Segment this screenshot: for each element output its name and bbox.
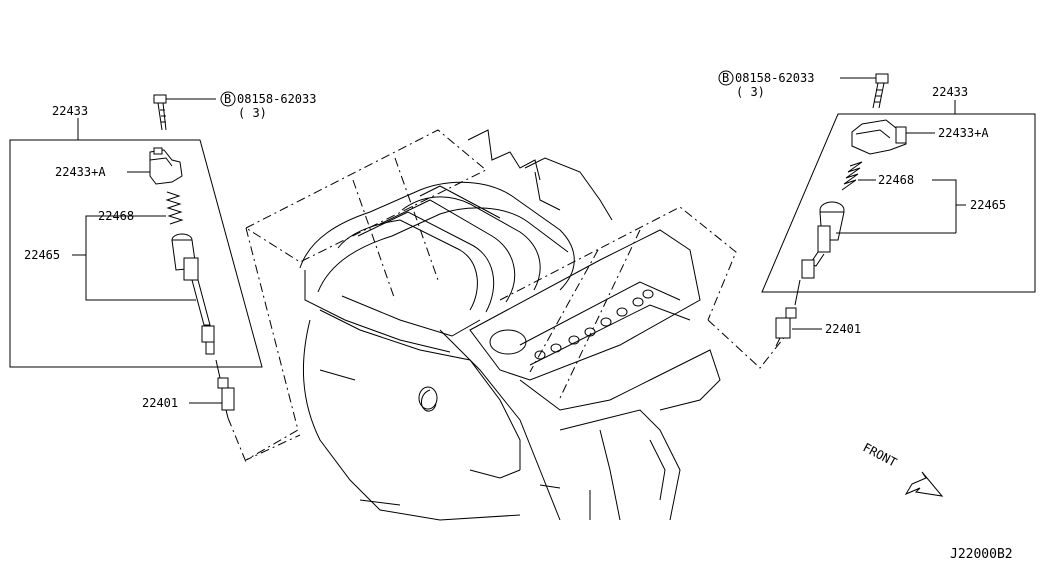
left-spark-plug [189, 359, 247, 463]
front-indicator: FRONT [861, 440, 944, 497]
left-spring-label: 22468 [98, 209, 134, 223]
left-bolt-label: 08158-62033 [237, 92, 316, 106]
left-assembly-box [9, 139, 263, 368]
left-spring [150, 191, 184, 225]
left-ignition-coil [127, 147, 183, 185]
right-ignition-coil [851, 119, 935, 155]
left-assembly-bracket [85, 215, 196, 301]
left-ignition-group: 22433 22433+A 22468 22465 22401 B 08158-… [9, 91, 316, 463]
right-assembly-box [761, 113, 1036, 293]
left-plug-label: 22401 [142, 396, 178, 410]
front-arrow-icon [904, 471, 944, 497]
right-bolt [840, 73, 889, 109]
left-assembly-label: 22465 [24, 248, 60, 262]
right-bolt-qty: ( 3) [736, 85, 765, 99]
right-coil-label: 22433+A [938, 126, 989, 140]
right-bolt-prefix: B [722, 71, 729, 85]
left-bolt-prefix: B [224, 92, 231, 106]
right-bolt-label: 08158-62033 [735, 71, 814, 85]
right-box-label: 22433 [932, 85, 968, 99]
right-bolt-circle-icon [718, 70, 734, 86]
left-coil-boot [171, 233, 215, 355]
right-spring-label: 22468 [878, 173, 914, 187]
engine-illustration [245, 129, 791, 521]
left-bolt-circle-icon [220, 91, 236, 107]
right-plug-label: 22401 [825, 322, 861, 336]
left-coil-label: 22433+A [55, 165, 106, 179]
left-box-label: 22433 [52, 104, 88, 118]
right-coil-boot [801, 201, 956, 279]
right-ignition-group: 22433 22433+A 22468 22465 22401 B 08158-… [718, 70, 1036, 347]
left-bolt-qty: ( 3) [238, 106, 267, 120]
right-assembly-bracket [932, 179, 957, 233]
diagram-code: J22000B2 [950, 547, 1013, 562]
right-assembly-label: 22465 [970, 198, 1006, 212]
left-bolt [153, 94, 216, 131]
right-spring [841, 161, 876, 191]
front-label: FRONT [861, 440, 899, 469]
right-spark-plug [775, 279, 822, 347]
